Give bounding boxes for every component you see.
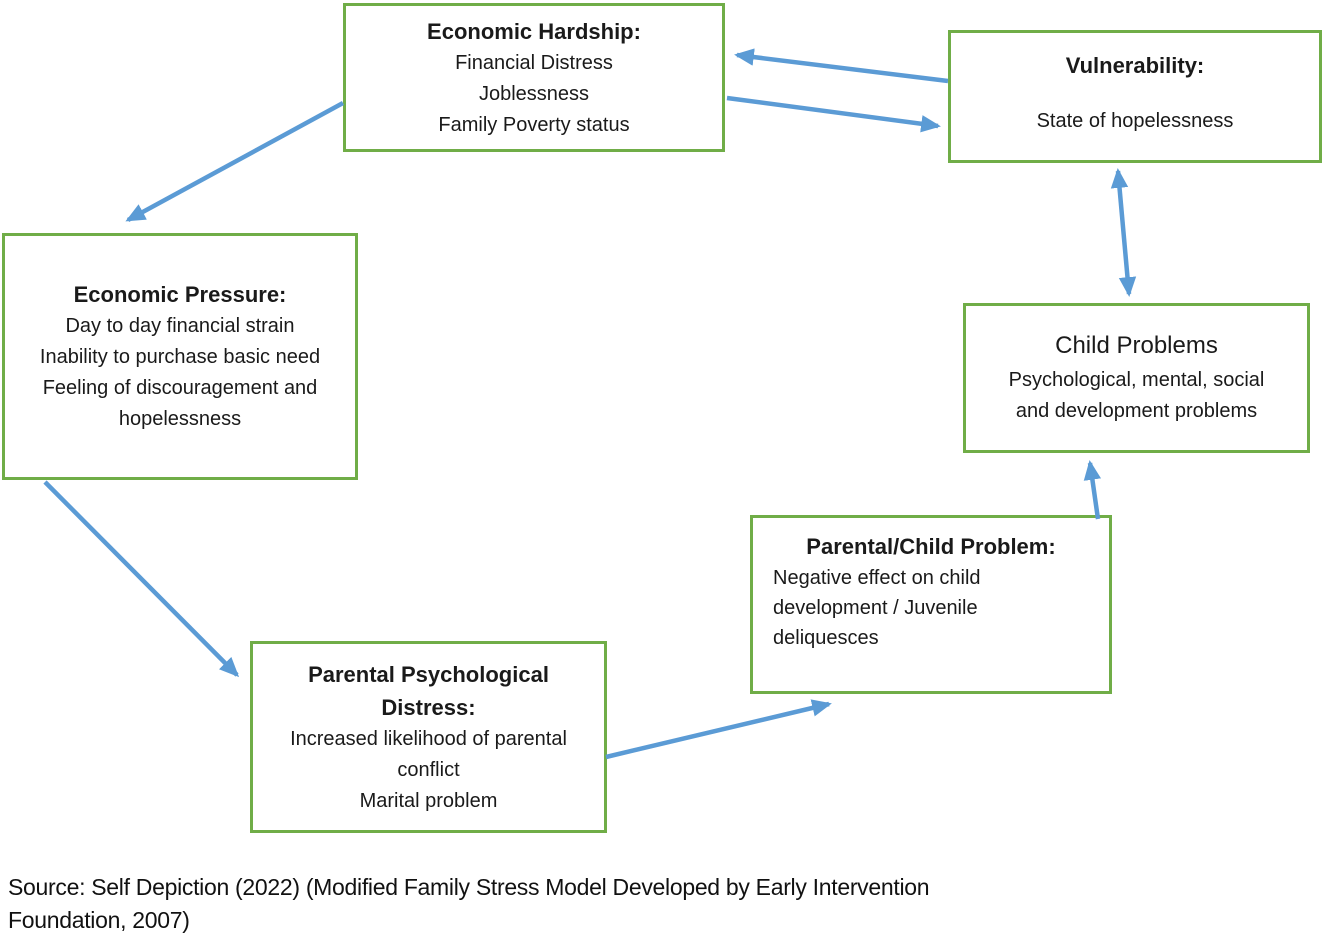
- source-caption: Source: Self Depiction (2022) (Modified …: [8, 871, 930, 937]
- box-parental-child-problem-line: Negative effect on child: [773, 567, 981, 589]
- box-child-problems: Child Problems Psychological, mental, so…: [963, 303, 1310, 453]
- box-economic-pressure-line: hopelessness: [118, 408, 242, 430]
- box-economic-pressure-title: Economic Pressure:: [73, 282, 287, 307]
- arrow-vulnerability-child-problems-bidirectional: [1110, 168, 1137, 297]
- box-vulnerability-line: State of hopelessness: [1036, 110, 1234, 132]
- box-parental-psychological-distress-title: Parental Psychological: [308, 661, 549, 687]
- source-caption-line1: Source: Self Depiction (2022) (Modified …: [8, 874, 930, 900]
- box-parental-psychological-distress-line: Increased likelihood of parental: [290, 727, 567, 750]
- box-parental-child-problem-title: Parental/Child Problem:: [806, 534, 1056, 559]
- arrow-economic-hardship-to-economic-pressure: [125, 101, 345, 222]
- arrow-economic-pressure-to-parental-psychological-distress: [43, 480, 240, 678]
- box-economic-hardship: Economic Hardship: Financial Distress Jo…: [343, 3, 725, 152]
- box-economic-hardship-line: Joblessness: [478, 82, 590, 105]
- box-child-problems-line: Psychological, mental, social: [1008, 369, 1265, 391]
- box-vulnerability-title: Vulnerability:: [1065, 53, 1205, 78]
- box-child-problems-line: and development problems: [1015, 400, 1258, 422]
- box-parental-child-problem-line: deliquesces: [773, 627, 879, 649]
- box-parental-psychological-distress-line: conflict: [397, 758, 460, 781]
- box-vulnerability: Vulnerability: State of hopelessness: [948, 30, 1322, 163]
- box-parental-psychological-distress-line: Marital problem: [359, 789, 498, 812]
- box-parental-child-problem-line: development / Juvenile: [773, 597, 978, 619]
- arrow-parental-psychological-distress-to-parental-child-problem: [605, 699, 832, 760]
- arrow-vulnerability-to-economic-hardship: [734, 48, 949, 84]
- arrow-parental-child-problem-to-child-problems: [1083, 460, 1102, 520]
- box-parental-child-problem: Parental/Child Problem: Negative effect …: [750, 515, 1112, 694]
- box-economic-hardship-line: Family Poverty status: [438, 113, 630, 136]
- box-economic-pressure-line: Inability to purchase basic need: [39, 346, 321, 368]
- box-economic-pressure: Economic Pressure: Day to day financial …: [2, 233, 358, 480]
- box-economic-pressure-line: Feeling of discouragement and: [42, 377, 318, 399]
- source-caption-line2: Foundation, 2007): [8, 907, 190, 933]
- box-economic-pressure-line: Day to day financial strain: [65, 315, 295, 337]
- box-economic-hardship-title: Economic Hardship:: [427, 18, 641, 44]
- box-parental-psychological-distress-title: Distress:: [381, 694, 476, 720]
- box-economic-hardship-line: Financial Distress: [455, 51, 613, 74]
- box-parental-psychological-distress: Parental Psychological Distress: Increas…: [250, 641, 607, 833]
- arrow-economic-hardship-to-vulnerability: [726, 95, 941, 133]
- box-child-problems-title: Child Problems: [1055, 332, 1218, 359]
